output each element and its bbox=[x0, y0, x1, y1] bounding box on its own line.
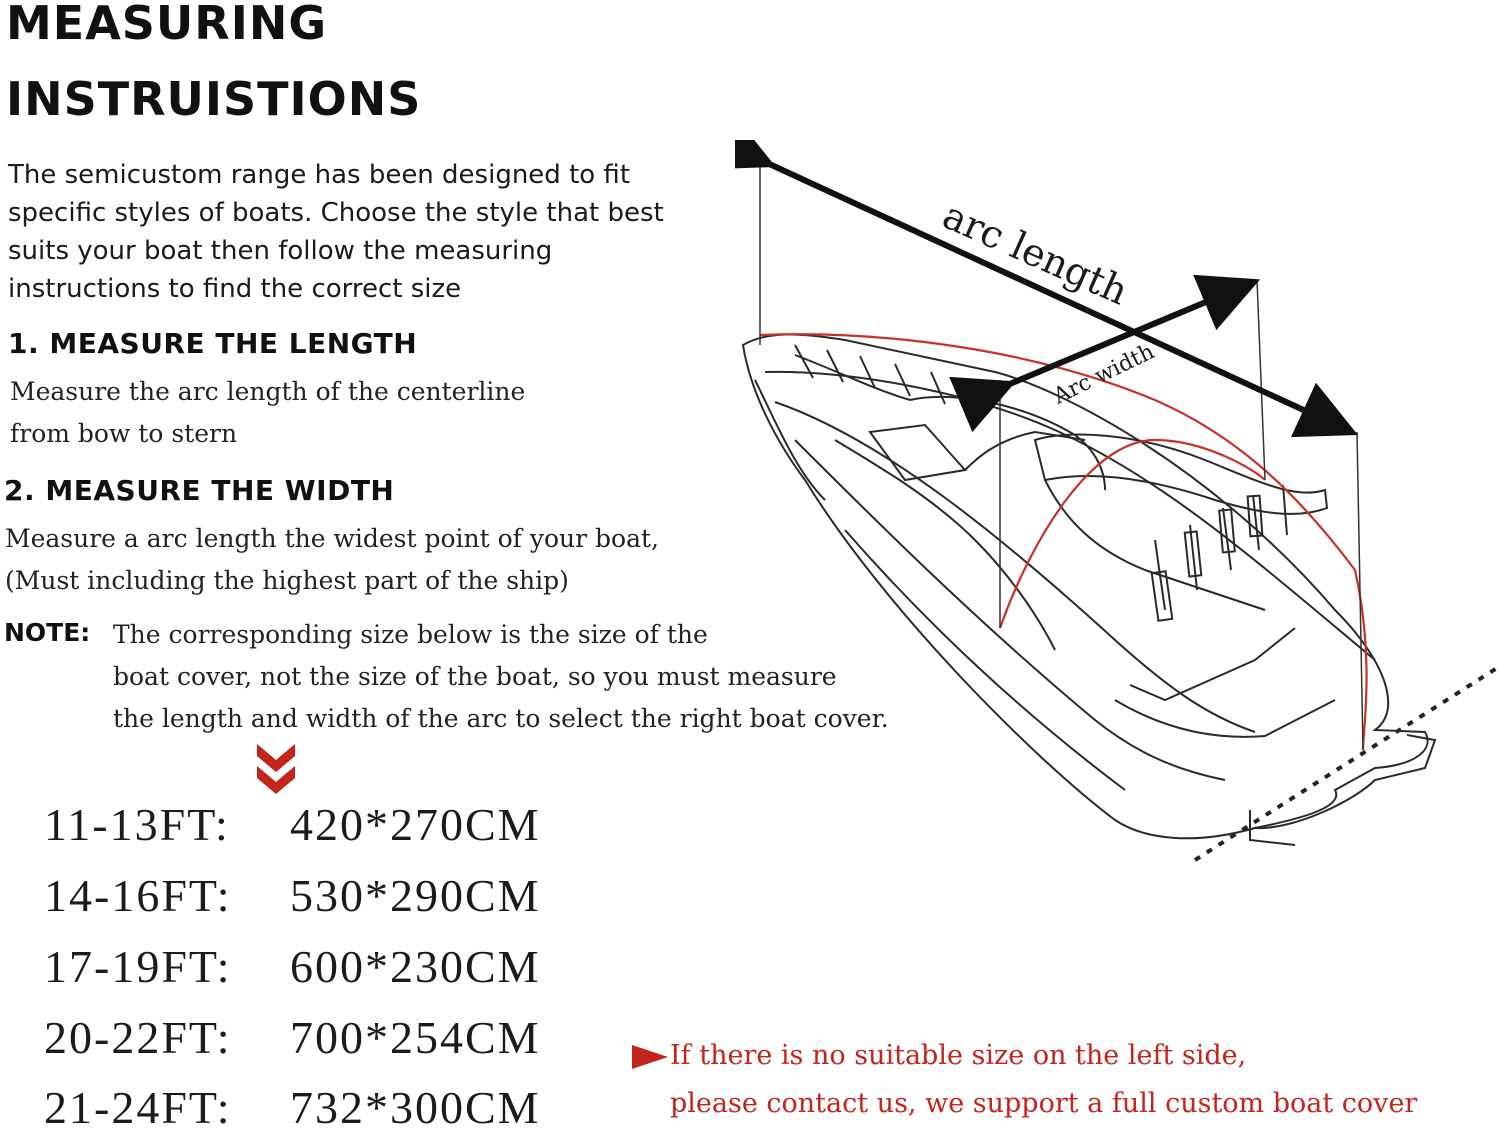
size-row: 14-16FT: 530*290CM bbox=[44, 869, 541, 922]
size-feet: 11-13FT: bbox=[44, 799, 230, 850]
size-row: 20-22FT: 700*254CM bbox=[44, 1011, 541, 1064]
step2-line-1: Measure a arc length the widest point of… bbox=[5, 524, 659, 553]
boat-hull bbox=[741, 333, 1437, 846]
contact-line-2: please contact us, we support a full cus… bbox=[670, 1088, 1418, 1119]
size-feet: 21-24FT: bbox=[44, 1082, 232, 1133]
step2-heading: 2. MEASURE THE WIDTH bbox=[4, 474, 395, 507]
size-cover: 732*300CM bbox=[290, 1082, 541, 1133]
arc-width-label: Arc width bbox=[1049, 339, 1159, 410]
size-cover: 420*270CM bbox=[290, 799, 541, 850]
title-line-2: INSTRUISTIONS bbox=[6, 72, 422, 126]
step1-line-1: Measure the arc length of the centerline bbox=[10, 377, 526, 406]
size-feet: 17-19FT: bbox=[44, 941, 232, 992]
size-feet: 20-22FT: bbox=[44, 1012, 232, 1063]
size-feet: 14-16FT: bbox=[44, 870, 232, 921]
note-body: The corresponding size below is the size… bbox=[113, 614, 943, 740]
arc-width-arrow bbox=[949, 274, 1261, 433]
note-label: NOTE: bbox=[4, 618, 91, 647]
size-row: 17-19FT: 600*230CM bbox=[44, 940, 541, 993]
title-line-1: MEASURING bbox=[6, 0, 328, 50]
size-row: 11-13FT: 420*270CM bbox=[44, 798, 541, 851]
intro-paragraph: The semicustom range has been designed t… bbox=[8, 160, 664, 304]
waterline bbox=[1193, 666, 1499, 862]
note-line-1: The corresponding size below is the size… bbox=[113, 620, 708, 649]
step1-heading: 1. MEASURE THE LENGTH bbox=[8, 327, 418, 360]
step1-line-2: from bow to stern bbox=[10, 419, 238, 448]
custom-contact-note: If there is no suitable size on the left… bbox=[632, 1032, 1417, 1128]
note-line-3: the length and width of the arc to selec… bbox=[113, 704, 889, 733]
arc-width-curve bbox=[998, 438, 1266, 629]
arrow-right-icon bbox=[632, 1044, 668, 1069]
size-cover: 600*230CM bbox=[290, 941, 541, 992]
step2-line-2: (Must including the highest part of the … bbox=[5, 566, 569, 595]
boat-measurement-diagram: arc length Arc width bbox=[735, 140, 1499, 862]
note-line-2: boat cover, not the size of the boat, so… bbox=[113, 662, 837, 691]
size-cover: 700*254CM bbox=[290, 1012, 541, 1063]
double-chevron-down-icon bbox=[257, 744, 295, 794]
size-cover: 530*290CM bbox=[290, 870, 541, 921]
size-row: 21-24FT: 732*300CM bbox=[44, 1081, 541, 1134]
contact-line-1: If there is no suitable size on the left… bbox=[632, 1032, 1417, 1080]
